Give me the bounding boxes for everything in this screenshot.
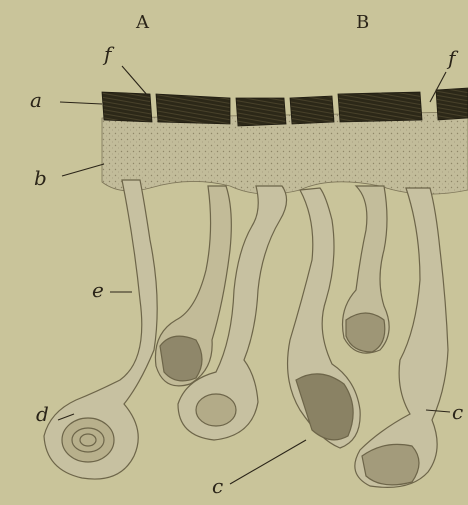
label-b-dermis: b xyxy=(34,168,47,188)
sweat-gland-second xyxy=(155,186,231,386)
panel-label-B: B xyxy=(356,14,369,32)
label-d-coil: d xyxy=(36,404,49,424)
panel-label-A: A xyxy=(136,14,149,32)
label-f-left-pore: f xyxy=(104,44,111,64)
label-c-right-gland: c xyxy=(452,402,463,422)
sweat-gland-fifth xyxy=(343,186,390,353)
label-e-duct: e xyxy=(92,280,104,300)
sweat-gland-left xyxy=(44,180,157,479)
label-f-right-pore: f xyxy=(448,48,455,68)
label-a-epidermis: a xyxy=(30,90,42,110)
label-c-bottom-gland: c xyxy=(212,476,223,496)
